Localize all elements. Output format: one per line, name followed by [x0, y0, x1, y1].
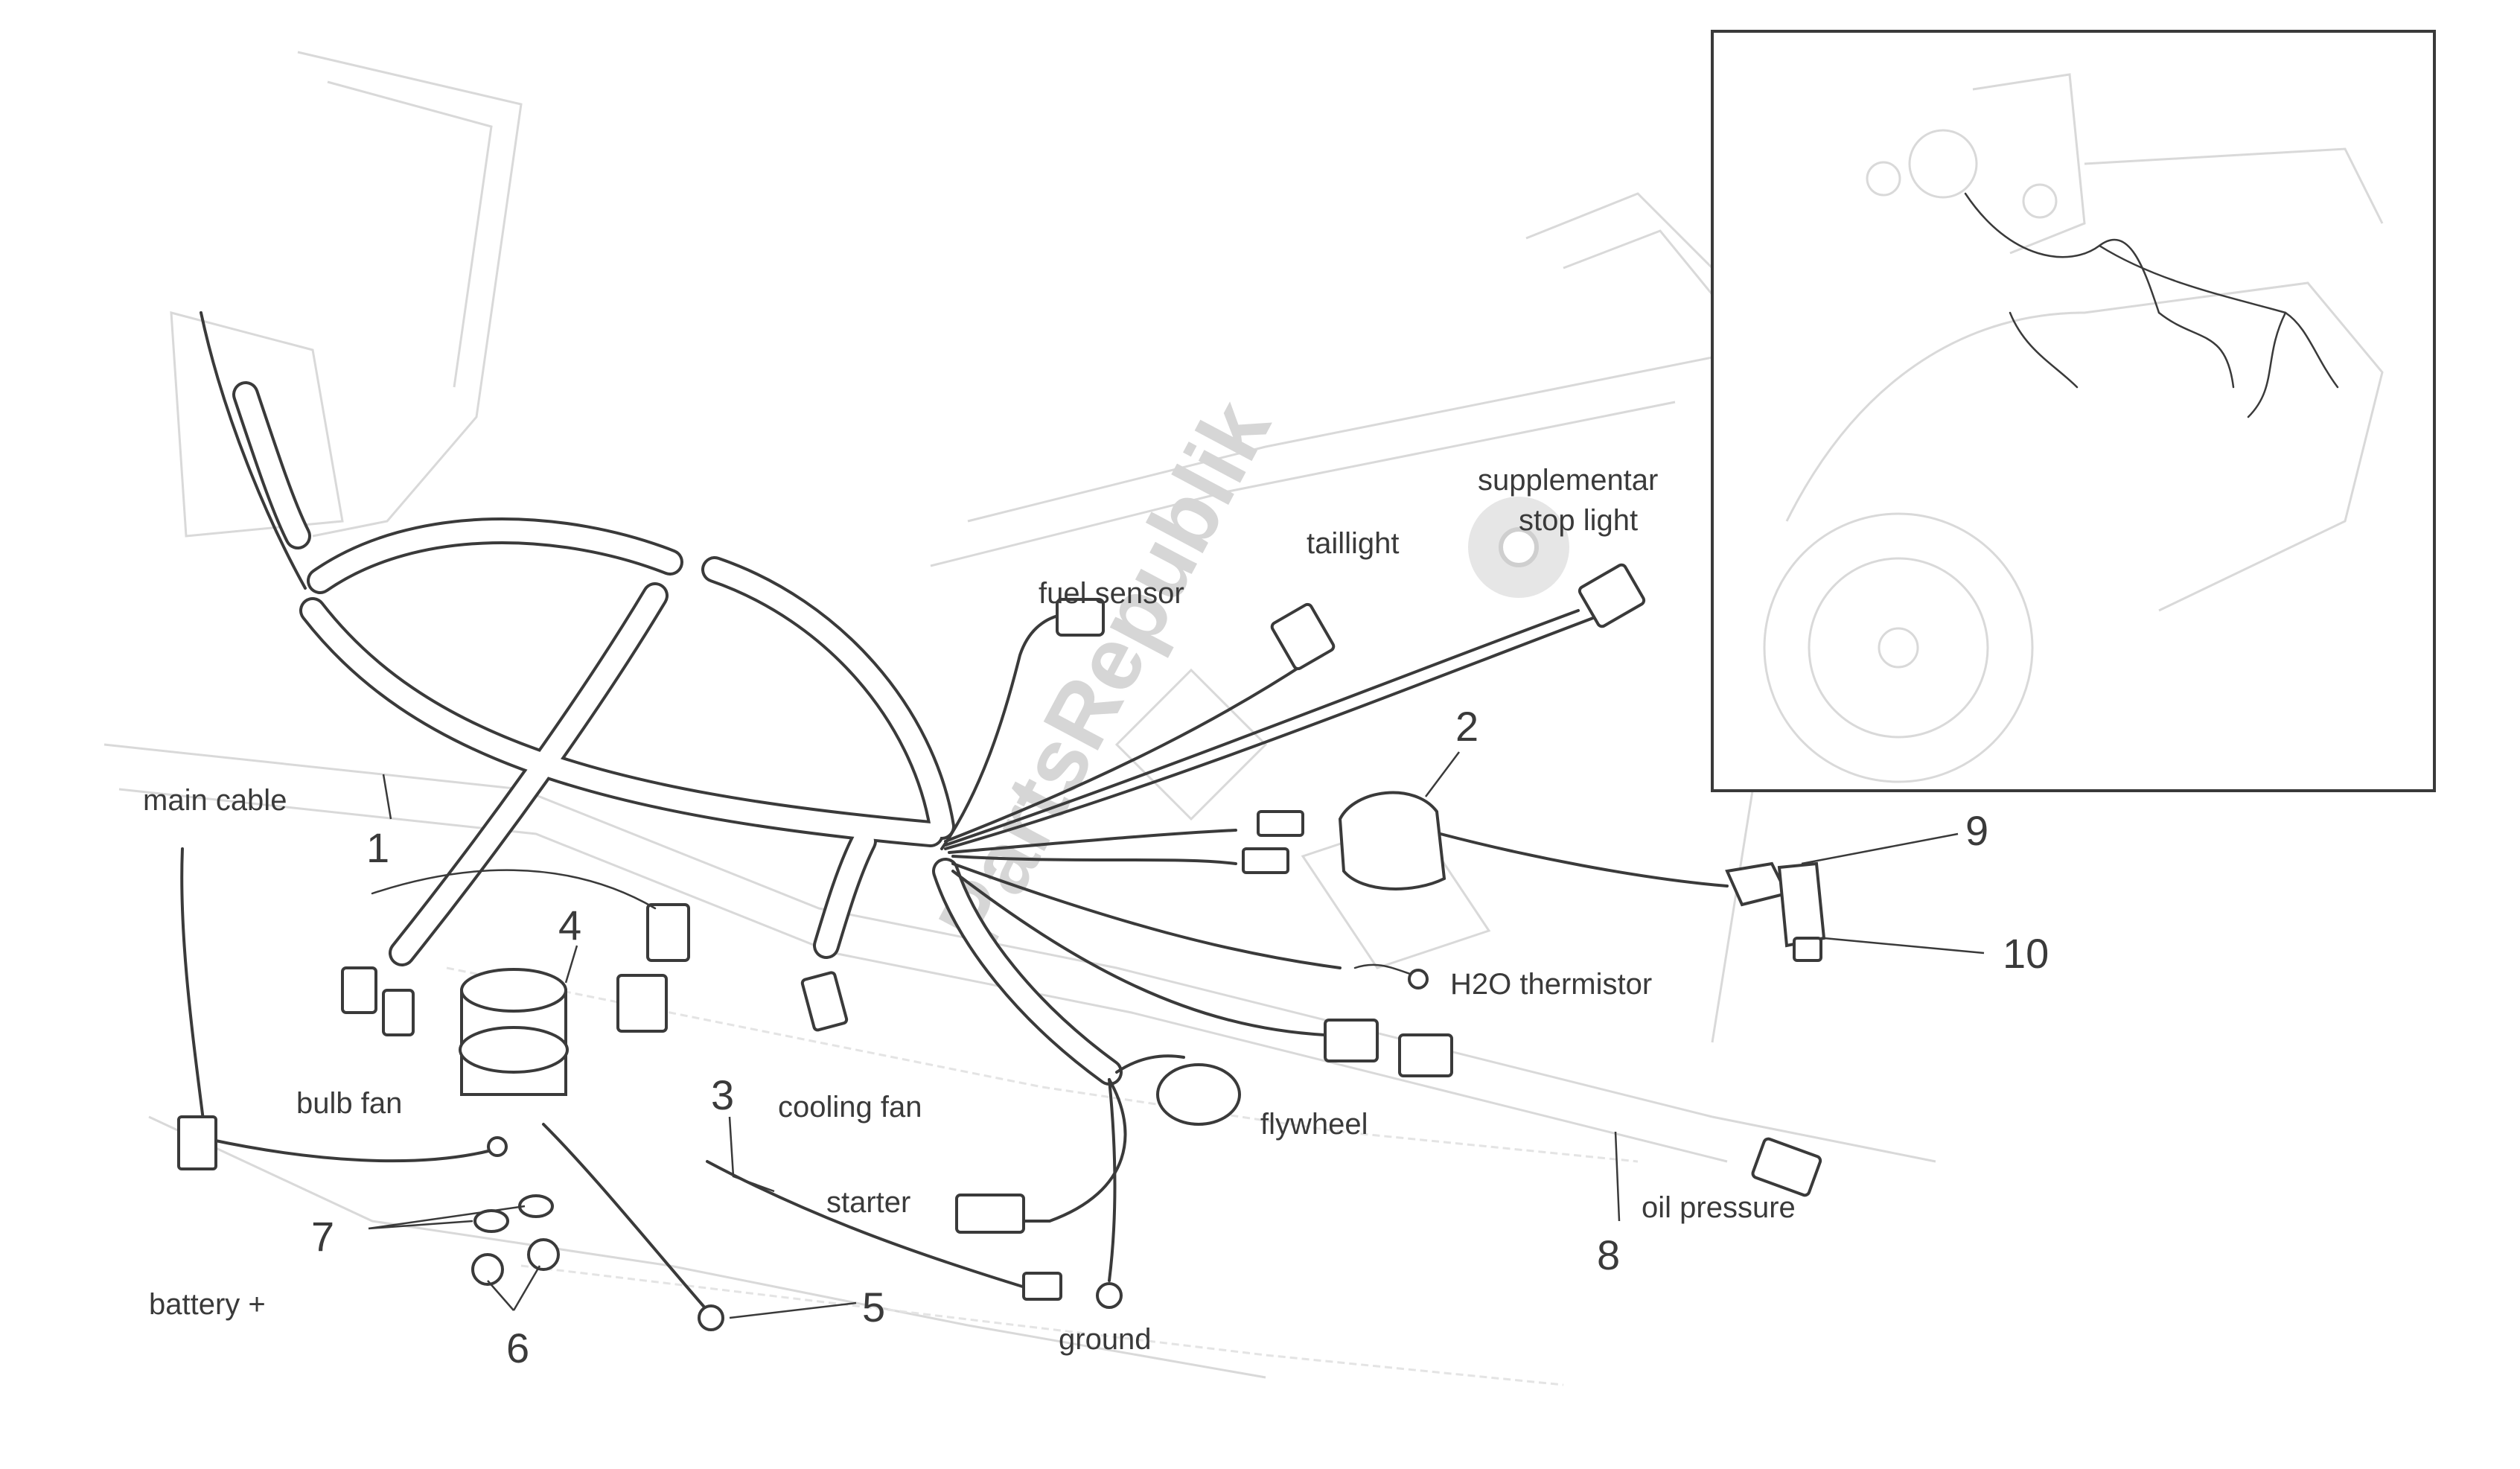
relay-part [371, 869, 657, 1096]
flywheel-connector-left [1324, 1019, 1379, 1062]
label-main-cable: main cable [143, 784, 287, 817]
bulb-fan-connector-b [382, 989, 415, 1036]
speed-sensor-part [1338, 791, 1729, 890]
nuts-and-washers [471, 1194, 560, 1286]
label-ground: ground [1059, 1323, 1152, 1356]
main-harness-sleeves [232, 381, 1123, 1086]
label-taillight: taillight [1307, 527, 1400, 560]
relay-connector [616, 974, 668, 1033]
label-bulb-fan: bulb fan [296, 1087, 402, 1120]
small-connector-b [1242, 847, 1289, 874]
small-connector-a [1257, 810, 1304, 837]
oil-pressure-connector [1751, 1137, 1822, 1197]
part-number-10: 10 [2003, 930, 2049, 977]
taillight-connector [1270, 602, 1336, 671]
thermistor-tip [1408, 969, 1429, 990]
part-number-4: 4 [558, 902, 581, 949]
part-numbers: 1 2 3 4 5 6 7 8 9 10 [311, 703, 2049, 1371]
part-number-5: 5 [862, 1284, 885, 1331]
bulb-fan-connector-a [341, 966, 377, 1014]
label-cooling-fan: cooling fan [778, 1091, 922, 1124]
harness-wires [200, 311, 1595, 1282]
label-starter: starter [826, 1186, 910, 1219]
starter-connector [955, 1194, 1025, 1234]
part-number-9: 9 [1965, 807, 1988, 854]
stop-light-connector [1578, 563, 1646, 628]
part-number-3: 3 [711, 1071, 734, 1118]
part-number-6: 6 [506, 1325, 529, 1371]
label-battery-plus: battery + [149, 1288, 266, 1321]
label-supplementary-line2: stop light [1519, 504, 1638, 537]
part-number-8: 8 [1597, 1231, 1620, 1278]
overview-inset [1711, 30, 2436, 792]
label-h2o-thermistor: H2O thermistor [1450, 968, 1652, 1001]
temperature-sender-part [1725, 861, 1826, 962]
relay-plug [646, 903, 690, 962]
label-flywheel: flywheel [1260, 1108, 1368, 1141]
watermark-gear-icon [1468, 497, 1569, 598]
part-number-7: 7 [311, 1213, 334, 1260]
label-fuel-sensor: fuel sensor [1039, 577, 1184, 610]
label-oil-pressure: oil pressure [1642, 1191, 1796, 1224]
cooling-fan-connector [800, 971, 849, 1032]
connectors [341, 563, 1822, 1309]
part-number-1: 1 [366, 824, 389, 871]
ground-eye [1096, 1282, 1123, 1309]
watermark: PartsRepublik [919, 385, 1289, 963]
callout-labels: main cable bulb fan cooling fan fuel sen… [143, 464, 1796, 1356]
flywheel-plug [1156, 1063, 1241, 1126]
flywheel-connector-right [1398, 1033, 1453, 1077]
frame-outline-background [103, 51, 1936, 1386]
fuel-sensor-connector [1056, 598, 1105, 637]
label-supplementary-line1: supplementar [1478, 464, 1658, 497]
part-number-2: 2 [1455, 703, 1478, 750]
battery-cable [177, 847, 1062, 1331]
leader-lines [368, 751, 1985, 1319]
